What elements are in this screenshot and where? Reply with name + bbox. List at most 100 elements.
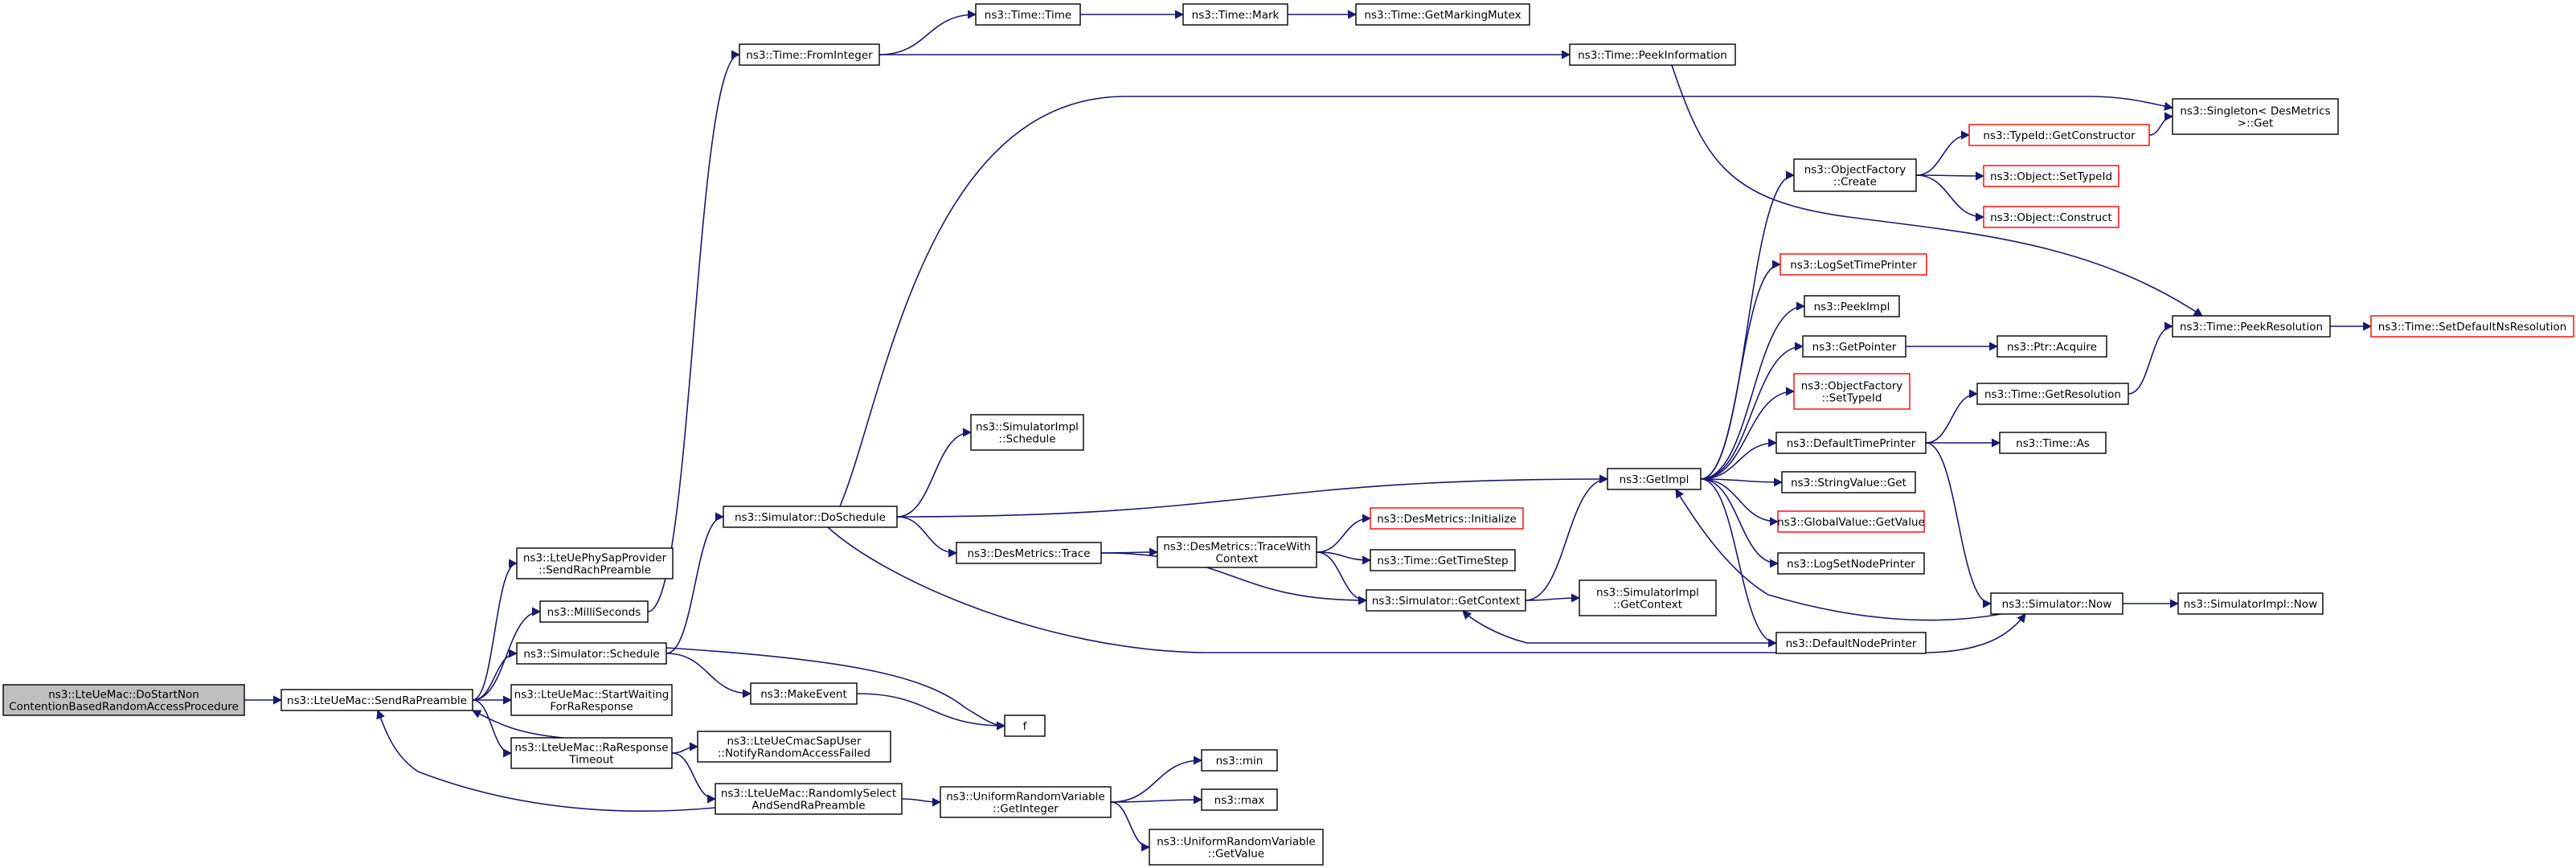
node-box[interactable] (940, 786, 1112, 818)
node-box[interactable] (1777, 510, 1925, 533)
node-box[interactable] (970, 414, 1084, 451)
node-box[interactable] (2, 684, 245, 716)
node-default-time-printer[interactable]: ns3::DefaultTimePrinter (1775, 432, 1927, 454)
node-phy-send-rach[interactable]: ns3::LteUePhySapProvider::SendRachPreamb… (516, 547, 674, 579)
node-object-set-typeid[interactable]: ns3::Object::SetTypeId (1983, 165, 2119, 187)
node-box[interactable] (1370, 549, 1516, 571)
node-ptr-acquire[interactable]: ns3::Ptr::Acquire (1997, 335, 2107, 358)
node-box[interactable] (697, 731, 891, 763)
node-send-ra-preamble[interactable]: ns3::LteUeMac::SendRaPreamble (281, 689, 473, 711)
node-typeid-get-constructor[interactable]: ns3::TypeId::GetConstructor (1968, 124, 2150, 146)
node-default-node-printer[interactable]: ns3::DefaultNodePrinter (1775, 632, 1927, 654)
node-box[interactable] (1781, 471, 1916, 493)
node-sim-now[interactable]: ns3::Simulator::Now (1990, 592, 2123, 615)
node-box[interactable] (516, 642, 667, 665)
node-box[interactable] (956, 542, 1102, 564)
node-box[interactable] (2172, 315, 2331, 338)
node-box[interactable] (510, 737, 673, 769)
node-time-as[interactable]: ns3::Time::As (1999, 432, 2107, 454)
node-box[interactable] (1983, 206, 2119, 228)
node-box[interactable] (739, 43, 880, 66)
node-box[interactable] (1804, 295, 1900, 317)
node-simimpl-get-context[interactable]: ns3::SimulatorImpl::GetContext (1579, 579, 1717, 616)
node-time-peek-resolution[interactable]: ns3::Time::PeekResolution (2172, 315, 2331, 338)
node-box[interactable] (1004, 714, 1046, 737)
node-box[interactable] (715, 783, 903, 815)
node-box[interactable] (1149, 829, 1324, 866)
node-box[interactable] (1802, 335, 1906, 358)
node-box[interactable] (1366, 589, 1526, 612)
node-simimpl-now[interactable]: ns3::SimulatorImpl::Now (2177, 592, 2324, 615)
node-make-event[interactable]: ns3::MakeEvent (750, 682, 858, 705)
node-log-set-time-printer[interactable]: ns3::LogSetTimePrinter (1779, 253, 1927, 276)
node-get-marking-mutex[interactable]: ns3::Time::GetMarkingMutex (1355, 3, 1530, 26)
node-time-get-resolution[interactable]: ns3::Time::GetResolution (1976, 383, 2129, 405)
node-peek-impl[interactable]: ns3::PeekImpl (1804, 295, 1900, 317)
node-simimpl-schedule[interactable]: ns3::SimulatorImpl::Schedule (970, 414, 1084, 451)
node-box[interactable] (1157, 536, 1317, 568)
node-box[interactable] (281, 689, 473, 711)
node-box[interactable] (1607, 468, 1702, 490)
node-sim-get-context[interactable]: ns3::Simulator::GetContext (1366, 589, 1526, 612)
node-box[interactable] (1983, 165, 2119, 187)
node-box[interactable] (1201, 749, 1278, 772)
node-uniform-get-value[interactable]: ns3::UniformRandomVariable::GetValue (1149, 829, 1324, 866)
node-box[interactable] (516, 547, 674, 579)
node-string-value-get[interactable]: ns3::StringValue::Get (1781, 471, 1916, 493)
node-time-from-integer[interactable]: ns3::Time::FromInteger (739, 43, 880, 66)
node-box[interactable] (975, 3, 1081, 26)
node-box[interactable] (1569, 43, 1736, 66)
node-set-default-ns-resolution[interactable]: ns3::Time::SetDefaultNsResolution (2370, 315, 2574, 338)
node-ns3-max[interactable]: ns3::max (1201, 788, 1278, 811)
node-object-factory-create[interactable]: ns3::ObjectFactory::Create (1793, 158, 1917, 192)
node-sim-do-schedule[interactable]: ns3::Simulator::DoSchedule (723, 506, 898, 528)
node-get-impl[interactable]: ns3::GetImpl (1607, 468, 1702, 490)
node-log-set-node-printer[interactable]: ns3::LogSetNodePrinter (1777, 552, 1925, 575)
node-box[interactable] (1999, 432, 2107, 454)
node-box[interactable] (1775, 432, 1927, 454)
node-box[interactable] (723, 506, 898, 528)
node-singleton-get[interactable]: ns3::Singleton< DesMetrics>::Get (2172, 98, 2339, 135)
node-ns3-min[interactable]: ns3::min (1201, 749, 1278, 772)
node-sim-schedule[interactable]: ns3::Simulator::Schedule (516, 642, 667, 665)
node-box[interactable] (539, 600, 649, 623)
node-box[interactable] (1779, 253, 1927, 276)
node-uniform-get-integer[interactable]: ns3::UniformRandomVariable::GetInteger (940, 786, 1112, 818)
node-root[interactable]: ns3::LteUeMac::DoStartNonContentionBased… (2, 684, 245, 716)
node-desmetrics-trace[interactable]: ns3::DesMetrics::Trace (956, 542, 1102, 564)
node-box[interactable] (1370, 507, 1524, 530)
node-box[interactable] (1201, 788, 1278, 811)
node-notify-ra-failed[interactable]: ns3::LteUeCmacSapUser::NotifyRandomAcces… (697, 731, 891, 763)
node-time-time[interactable]: ns3::Time::Time (975, 3, 1081, 26)
node-box[interactable] (1997, 335, 2107, 358)
node-get-pointer[interactable]: ns3::GetPointer (1802, 335, 1906, 358)
node-box[interactable] (1775, 632, 1927, 654)
node-box[interactable] (1793, 158, 1917, 192)
node-box[interactable] (1777, 552, 1925, 575)
node-box[interactable] (510, 684, 673, 716)
node-box[interactable] (1182, 3, 1288, 26)
node-box[interactable] (2177, 592, 2324, 615)
node-object-construct[interactable]: ns3::Object::Construct (1983, 206, 2119, 228)
node-f[interactable]: f (1004, 714, 1046, 737)
node-box[interactable] (1355, 3, 1530, 26)
node-box[interactable] (1968, 124, 2150, 146)
node-box[interactable] (2370, 315, 2574, 338)
node-box[interactable] (1579, 579, 1717, 616)
node-randomly-select[interactable]: ns3::LteUeMac::RandomlySelectAndSendRaPr… (715, 783, 903, 815)
node-box[interactable] (750, 682, 858, 705)
node-milliseconds[interactable]: ns3::MilliSeconds (539, 600, 649, 623)
node-box[interactable] (1990, 592, 2123, 615)
node-get-time-step[interactable]: ns3::Time::GetTimeStep (1370, 549, 1516, 571)
node-desmetrics-initialize[interactable]: ns3::DesMetrics::Initialize (1370, 507, 1524, 530)
node-box[interactable] (1976, 383, 2129, 405)
node-time-mark[interactable]: ns3::Time::Mark (1182, 3, 1288, 26)
node-global-value-get-value[interactable]: ns3::GlobalValue::GetValue (1777, 510, 1925, 533)
node-box[interactable] (1793, 373, 1910, 410)
node-peek-information[interactable]: ns3::Time::PeekInformation (1569, 43, 1736, 66)
node-object-factory-set-typeid[interactable]: ns3::ObjectFactory::SetTypeId (1793, 373, 1910, 410)
node-box[interactable] (2172, 98, 2339, 135)
